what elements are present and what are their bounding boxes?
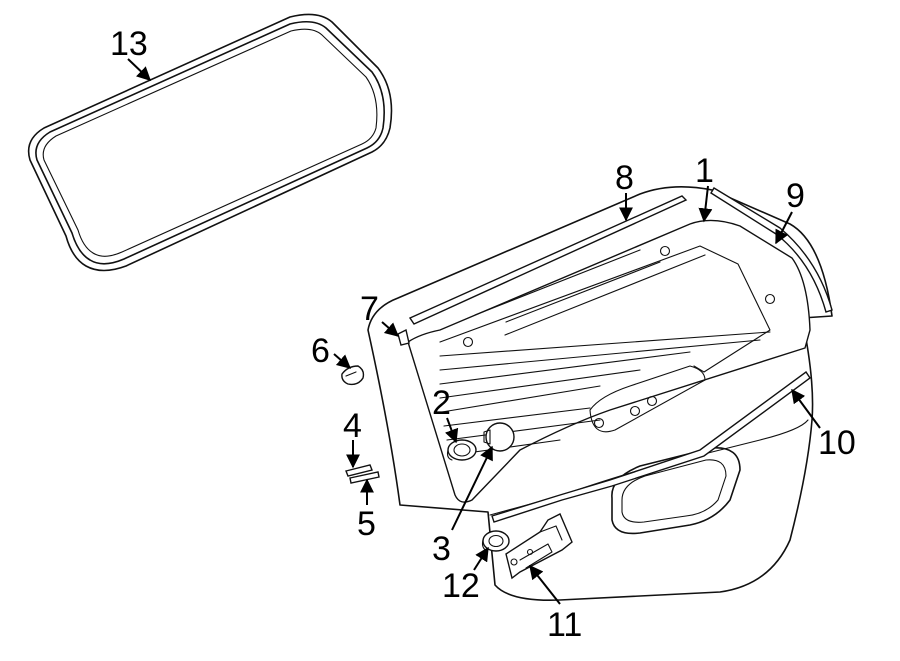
callout-3: 3 <box>432 530 451 568</box>
part-3-plug <box>483 422 515 452</box>
part-7-clip <box>397 328 410 346</box>
callout-6: 6 <box>311 332 330 370</box>
callout-8: 8 <box>615 159 634 197</box>
callout-2: 2 <box>432 384 451 422</box>
callout-12: 12 <box>442 567 480 605</box>
part-9-spoiler-strip <box>710 187 833 313</box>
callout-13: 13 <box>110 25 148 63</box>
callout-4: 4 <box>343 407 362 445</box>
leader-lines <box>127 58 821 605</box>
callout-5: 5 <box>357 505 376 543</box>
part-11-latch <box>505 513 573 580</box>
callout-9: 9 <box>786 177 805 215</box>
part-4-clip <box>345 464 373 477</box>
callout-11: 11 <box>547 606 582 644</box>
part-8-upper-molding <box>408 195 688 325</box>
part-2-grommet <box>446 439 477 461</box>
callout-7: 7 <box>360 290 379 328</box>
part-6-bumper-stop <box>341 365 365 386</box>
callout-labels: 13 1 8 9 7 6 2 4 10 5 3 12 11 <box>110 25 856 644</box>
part-5-clip <box>349 471 380 484</box>
part-10-lower-molding <box>491 371 811 523</box>
part-12-grommet <box>481 530 510 552</box>
callout-1: 1 <box>695 152 714 190</box>
callout-10: 10 <box>818 424 856 462</box>
part-13-glass-seal <box>27 13 393 272</box>
